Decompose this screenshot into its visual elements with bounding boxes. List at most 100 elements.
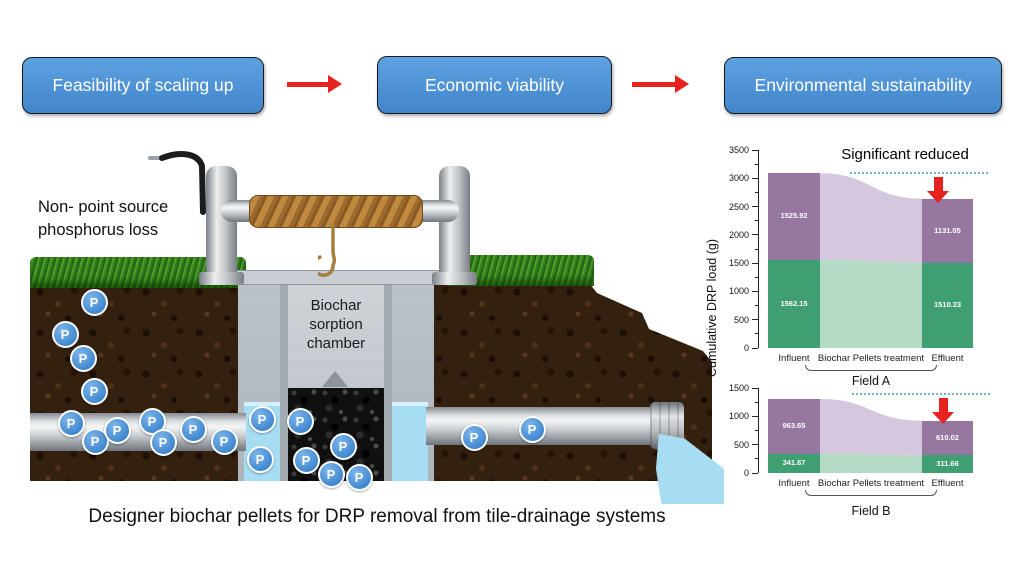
flow-step-economic: Economic viability xyxy=(377,56,612,114)
flow-step-feasibility: Feasibility of scaling up xyxy=(22,57,264,114)
y-tick xyxy=(752,472,758,474)
y-minor-tick xyxy=(755,333,758,335)
reduction-arrow-icon xyxy=(933,177,943,192)
x-category-label: Influent xyxy=(778,353,810,364)
y-tick-label: 500 xyxy=(733,439,749,450)
y-tick-label: 500 xyxy=(733,314,749,325)
flow-step-environmental: Environmental sustainability xyxy=(724,57,1002,114)
y-minor-tick xyxy=(755,276,758,278)
bar-value-label: 1131.05 xyxy=(934,225,961,235)
winch-post-left xyxy=(206,166,237,284)
winch-rope-coil xyxy=(249,195,423,228)
chart-title: Field B xyxy=(851,504,891,518)
y-tick-label: 1000 xyxy=(728,286,749,297)
winch-post-base xyxy=(199,272,244,285)
phosphorus-particle: P xyxy=(460,423,488,451)
y-tick-label: 3000 xyxy=(728,173,749,184)
phosphorus-particle: P xyxy=(329,432,357,460)
bar-segment-effluent-top-purple xyxy=(922,420,973,456)
treatment-label: Biochar Pellets treatment xyxy=(817,478,925,489)
phosphorus-particle: P xyxy=(179,415,207,443)
chart-title: Field A xyxy=(851,374,891,388)
phosphorus-particle: P xyxy=(80,377,108,405)
y-minor-tick xyxy=(755,430,758,431)
flow-band xyxy=(820,173,922,348)
chamber-label-panel xyxy=(288,285,384,388)
y-minor-tick xyxy=(755,220,758,222)
chamber-pointer-icon xyxy=(322,371,348,387)
flow-band xyxy=(820,399,922,473)
flow-arrow-icon xyxy=(287,75,342,93)
treatment-bracket xyxy=(805,490,937,496)
x-category-label: Effluent xyxy=(931,353,964,364)
chamber-inner-wall xyxy=(280,285,288,481)
bar-value-label: 1525.92 xyxy=(780,211,808,221)
reference-dashline xyxy=(850,172,988,175)
y-tick xyxy=(752,149,758,151)
chamber-inner-wall xyxy=(384,285,392,481)
y-tick-label: 0 xyxy=(743,468,749,478)
bar-value-label: 341.67 xyxy=(782,458,806,468)
crank-handle-icon xyxy=(148,151,206,215)
y-tick xyxy=(752,444,758,446)
bar-segment-influent-top-purple xyxy=(768,173,820,260)
hook-icon xyxy=(318,224,337,278)
nonpoint-source-label: Non- point source phosphorus loss xyxy=(38,198,169,240)
y-tick-label: 1500 xyxy=(728,258,749,269)
phosphorus-particle: P xyxy=(149,428,177,456)
y-tick xyxy=(752,290,758,292)
x-category-label: Influent xyxy=(778,478,810,489)
y-axis xyxy=(758,388,760,473)
phosphorus-particle: P xyxy=(286,407,314,435)
phosphorus-particle: P xyxy=(248,405,276,433)
phosphorus-particle: P xyxy=(210,427,238,455)
treatment-label: Biochar Pellets treatment xyxy=(817,353,925,364)
phosphorus-particle: P xyxy=(246,445,274,473)
phosphorus-particle: P xyxy=(518,415,546,443)
y-tick xyxy=(752,387,758,389)
y-tick-label: 2500 xyxy=(728,201,749,212)
phosphorus-particle: P xyxy=(103,416,131,444)
winch-post-right xyxy=(439,166,470,284)
bar-segment-influent-top-purple xyxy=(768,399,820,454)
y-tick xyxy=(752,262,758,264)
bar-segment-effluent-top-purple xyxy=(922,198,973,263)
y-tick-label: 1500 xyxy=(728,383,749,393)
flow-arrow-icon xyxy=(632,75,689,93)
water-column-right xyxy=(392,402,428,481)
y-minor-tick xyxy=(755,248,758,250)
y-tick xyxy=(752,206,758,208)
reference-dashline xyxy=(852,393,990,396)
bar-value-label: 1562.15 xyxy=(780,298,808,308)
reduction-arrow-icon xyxy=(938,398,948,413)
y-tick xyxy=(752,319,758,321)
treatment-bracket xyxy=(805,365,937,371)
phosphorus-particle: P xyxy=(345,463,373,491)
phosphorus-particle: P xyxy=(317,460,345,488)
y-tick-label: 2000 xyxy=(728,229,749,240)
bar-segment-effluent-bottom-green xyxy=(922,455,973,473)
field-a-chart: 0 500 1000 1500 2000 2500 3000 3500 1562.15 1525.… xyxy=(700,140,1024,388)
y-axis xyxy=(758,150,760,348)
figure-caption: Designer biochar pellets for DRP removal… xyxy=(88,506,666,527)
y-tick-label: 0 xyxy=(743,343,749,353)
y-tick-label: 1000 xyxy=(728,411,749,422)
y-minor-tick xyxy=(755,163,758,165)
y-tick xyxy=(752,415,758,417)
y-tick xyxy=(752,347,758,349)
bar-value-label: 610.02 xyxy=(936,433,959,443)
y-minor-tick xyxy=(755,191,758,193)
bar-value-label: 1510.23 xyxy=(933,300,962,310)
y-tick xyxy=(752,177,758,179)
significant-reduced-annotation: Significant reduced xyxy=(841,146,969,164)
bar-segment-influent-bottom-green xyxy=(768,453,820,473)
y-tick xyxy=(752,234,758,236)
x-category-label: Effluent xyxy=(931,478,964,489)
phosphorus-particle: P xyxy=(292,446,320,474)
y-minor-tick xyxy=(755,458,758,460)
phosphorus-particle: P xyxy=(69,344,97,372)
phosphorus-particle: P xyxy=(80,288,108,316)
y-tick-label: 3500 xyxy=(728,145,749,155)
